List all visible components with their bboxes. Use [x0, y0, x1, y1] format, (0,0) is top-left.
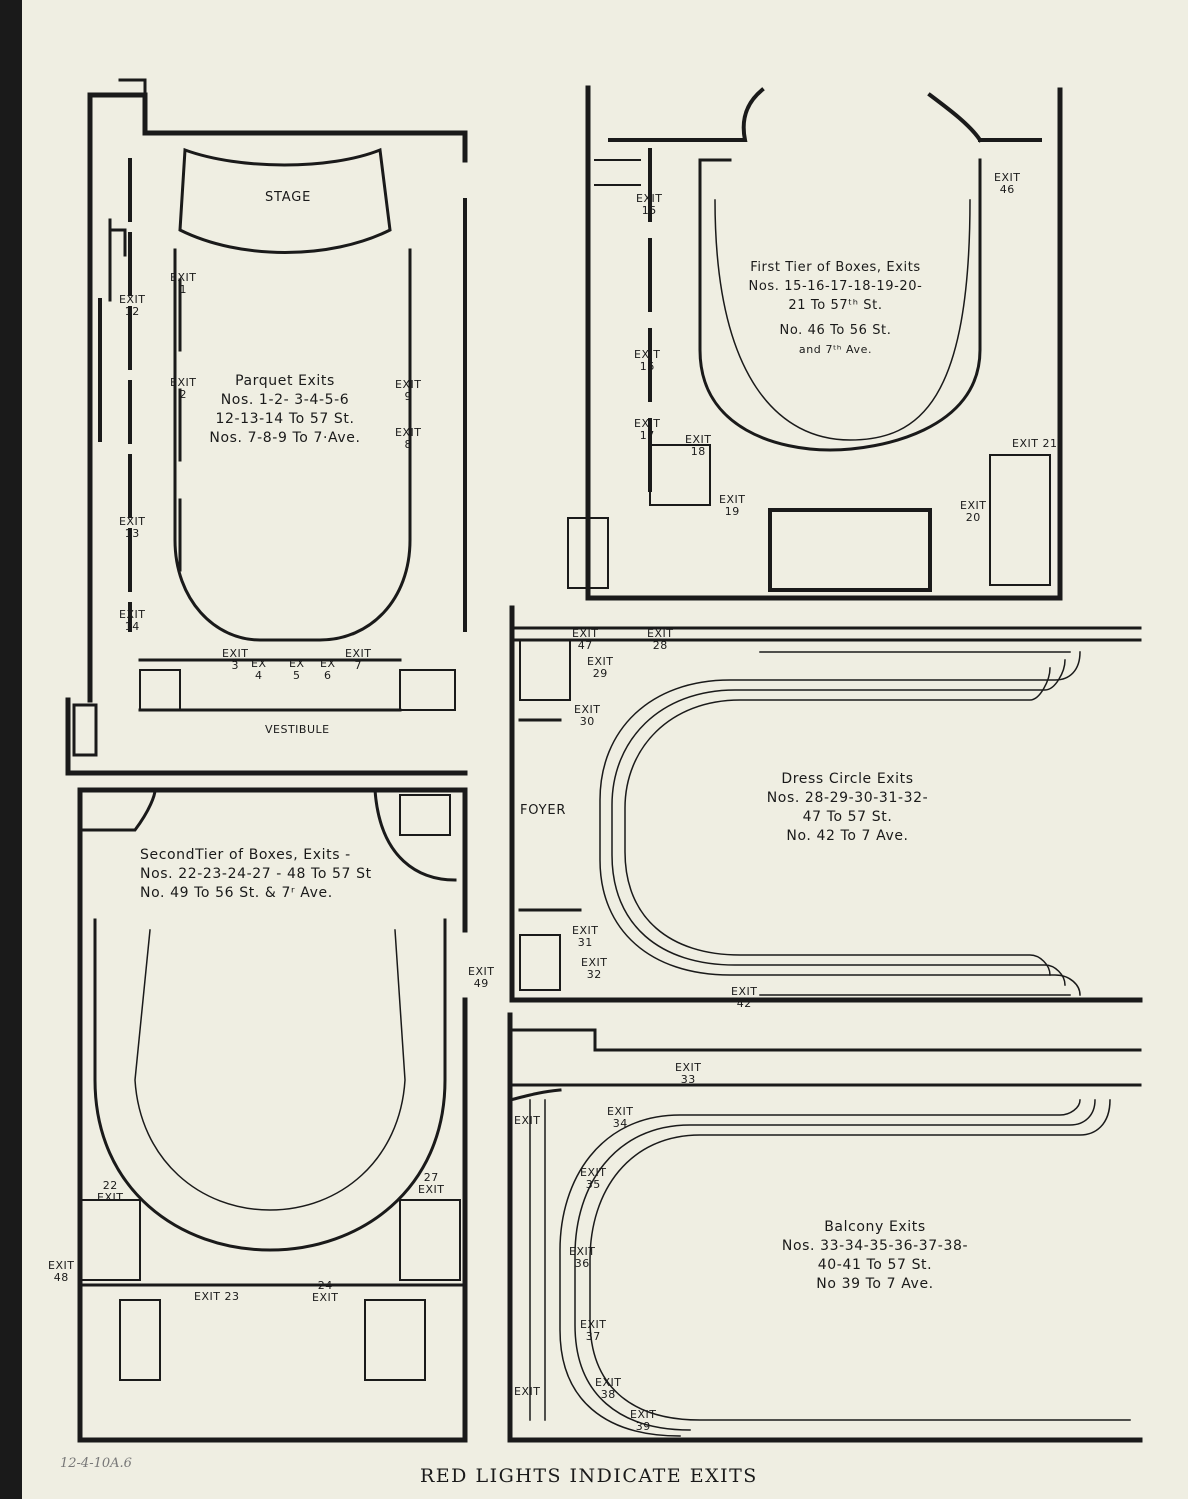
parquet-plan — [65, 78, 468, 776]
program-page — [22, 0, 1188, 1499]
balcony-line-2: 40-41 To 57 St. — [817, 1257, 933, 1273]
second-tier-line-2: No. 49 To 56 St. & 7ʳ Ave. — [140, 885, 333, 901]
stage-label: STAGE — [265, 190, 312, 205]
foyer-label: FOYER — [520, 803, 567, 818]
balcony-title: Balcony Exits — [824, 1219, 926, 1235]
dress-circle-line-2: 47 To 57 St. — [802, 809, 893, 825]
first-tier-line-4: and 7ᵗʰ Ave. — [798, 343, 873, 356]
first-tier-line-1: Nos. 15-16-17-18-19-20- — [748, 279, 923, 294]
second-tier-line-1: Nos. 22-23-24-27 - 48 To 57 St — [140, 866, 372, 882]
first-tier-line-2: 21 To 57ᵗʰ St. — [788, 298, 883, 313]
balcony-plan — [507, 1012, 1143, 1443]
first-tier-line-3: No. 46 To 56 St. — [779, 323, 892, 338]
balcony-line-3: No 39 To 7 Ave. — [816, 1276, 934, 1292]
parquet-line-1: Nos. 1-2- 3-4-5-6 — [220, 392, 350, 408]
balcony-exit-bottom-label: EXIT — [514, 1385, 541, 1398]
parquet-line-3: Nos. 7-8-9 To 7·Ave. — [209, 430, 361, 446]
dress-circle-notes: Dress Circle Exits Nos. 28-29-30-31-32- … — [740, 770, 955, 846]
balcony-notes: Balcony Exits Nos. 33-34-35-36-37-38- 40… — [750, 1218, 1000, 1294]
vestibule-label: VESTIBULE — [265, 723, 330, 736]
balcony-line-1: Nos. 33-34-35-36-37-38- — [781, 1238, 969, 1254]
second-tier-title: SecondTier of Boxes, Exits - — [140, 847, 351, 863]
exit-21-label: EXIT 21 — [1012, 437, 1058, 450]
first-tier-plan — [567, 85, 1063, 601]
dress-circle-line-3: No. 42 To 7 Ave. — [786, 828, 909, 844]
dress-circle-title: Dress Circle Exits — [781, 771, 914, 787]
dress-circle-line-1: Nos. 28-29-30-31-32- — [766, 790, 929, 806]
footer-caption: RED LIGHTS INDICATE EXITS — [420, 1465, 758, 1487]
exit-23-label: EXIT 23 — [194, 1290, 240, 1303]
parquet-notes: Parquet Exits Nos. 1-2- 3-4-5-6 12-13-14… — [195, 372, 375, 448]
second-tier-notes: SecondTier of Boxes, Exits - Nos. 22-23-… — [140, 846, 405, 903]
balcony-exit-top-label: EXIT — [514, 1114, 541, 1127]
first-tier-title: First Tier of Boxes, Exits — [750, 260, 921, 275]
first-tier-notes: First Tier of Boxes, Exits Nos. 15-16-17… — [748, 258, 923, 359]
pencil-annotation: 12-4-10A.6 — [60, 1456, 132, 1471]
second-tier-plan — [77, 787, 468, 1443]
parquet-title: Parquet Exits — [235, 373, 335, 389]
dress-circle-plan — [509, 605, 1143, 1003]
parquet-line-2: 12-13-14 To 57 St. — [215, 411, 355, 427]
